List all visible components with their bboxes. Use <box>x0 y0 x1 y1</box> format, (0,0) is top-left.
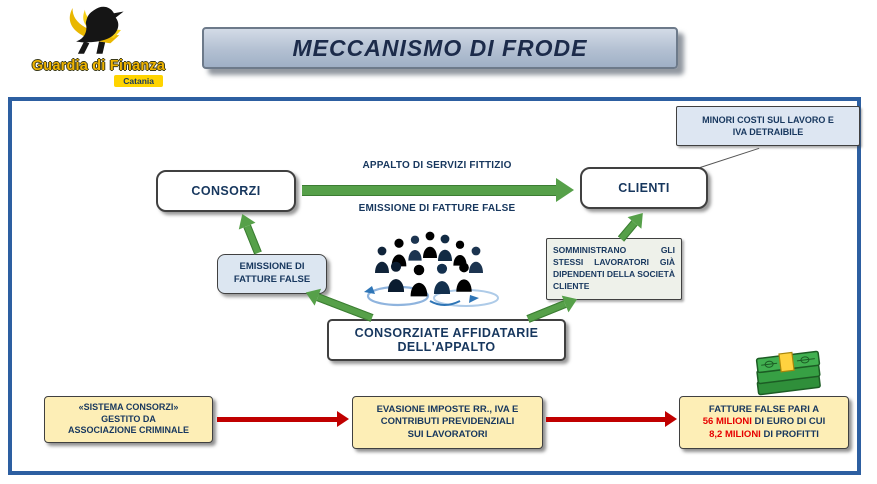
note-sistema-consorzi: «SISTEMA CONSORZI» GESTITO DA ASSOCIAZIO… <box>44 396 213 443</box>
sistema-line3: ASSOCIAZIONE CRIMINALE <box>67 425 189 436</box>
title-banner: MECCANISMO DI FRODE <box>202 27 678 69</box>
node-somministrano: SOMMINISTRANO GLI STESSI LAVORATORI GIÀ … <box>546 238 682 300</box>
node-minori-costi: MINORI COSTI SUL LAVORO E IVA DETRAIBILE <box>676 106 860 146</box>
evasione-line1: EVASIONE IMPOSTE RR., IVA E <box>376 403 519 415</box>
fatture-line3-rest: DI PROFITTI <box>760 428 819 440</box>
money-stack-icon <box>755 350 821 396</box>
emissione-line1: EMISSIONE DI <box>239 261 305 273</box>
node-consorziate: CONSORZIATE AFFIDATARIE DELL'APPALTO <box>327 319 566 361</box>
node-clienti: CLIENTI <box>580 167 708 209</box>
gdf-logo-text: Guardia di Finanza <box>31 58 166 74</box>
diagram-frame <box>8 97 861 475</box>
evasione-line3: SUI LAVORATORI <box>407 428 488 440</box>
sistema-line1: «SISTEMA CONSORZI» <box>78 401 179 412</box>
workers-crowd-image <box>364 231 499 307</box>
sistema-line2: GESTITO DA <box>101 413 156 424</box>
fatture-amount-82-milioni: 8,2 MILIONI <box>709 428 761 440</box>
evasione-line2: CONTRIBUTI PREVIDENZIALI <box>380 416 515 428</box>
gdf-logo: Guardia di Finanza Catania <box>16 2 181 87</box>
flow-label-appalto: APPALTO DI SERVIZI FITTIZIO <box>362 160 512 171</box>
page-title: MECCANISMO DI FRODE <box>292 34 588 61</box>
minori-costi-line2: IVA DETRAIBILE <box>732 127 804 137</box>
emissione-line2: FATTURE FALSE <box>233 274 311 285</box>
fatture-line3: 8,2 MILIONI DI PROFITTI <box>709 429 819 442</box>
note-fatture-false: FATTURE FALSE PARI A 56 MILIONI DI EURO … <box>679 396 849 449</box>
node-emissione-fatture: EMISSIONE DI FATTURE FALSE <box>217 254 327 294</box>
note-evasione-imposte: EVASIONE IMPOSTE RR., IVA E CONTRIBUTI P… <box>352 396 543 449</box>
clienti-label: CLIENTI <box>618 181 670 195</box>
consorziate-line2: DELL'APPALTO <box>397 340 496 354</box>
flow-label-emissione: EMISSIONE DI FATTURE FALSE <box>358 203 516 214</box>
minori-costi-line1: MINORI COSTI SUL LAVORO E <box>702 114 834 125</box>
fatture-line2-rest: DI EURO DI CUI <box>751 416 826 428</box>
gdf-griffin-icon <box>69 6 124 54</box>
somministrano-text: SOMMINISTRANO GLI STESSI LAVORATORI GIÀ … <box>553 245 675 291</box>
fatture-amount-56-milioni: 56 MILIONI <box>702 416 752 428</box>
consorziate-line1: CONSORZIATE AFFIDATARIE <box>354 326 539 340</box>
gdf-logo-badge: Catania <box>114 75 163 87</box>
fatture-line2: 56 MILIONI DI EURO DI CUI <box>703 416 825 429</box>
fatture-line1: FATTURE FALSE PARI A <box>708 403 820 415</box>
consorzi-label: CONSORZI <box>191 184 261 198</box>
node-consorzi: CONSORZI <box>156 170 296 212</box>
